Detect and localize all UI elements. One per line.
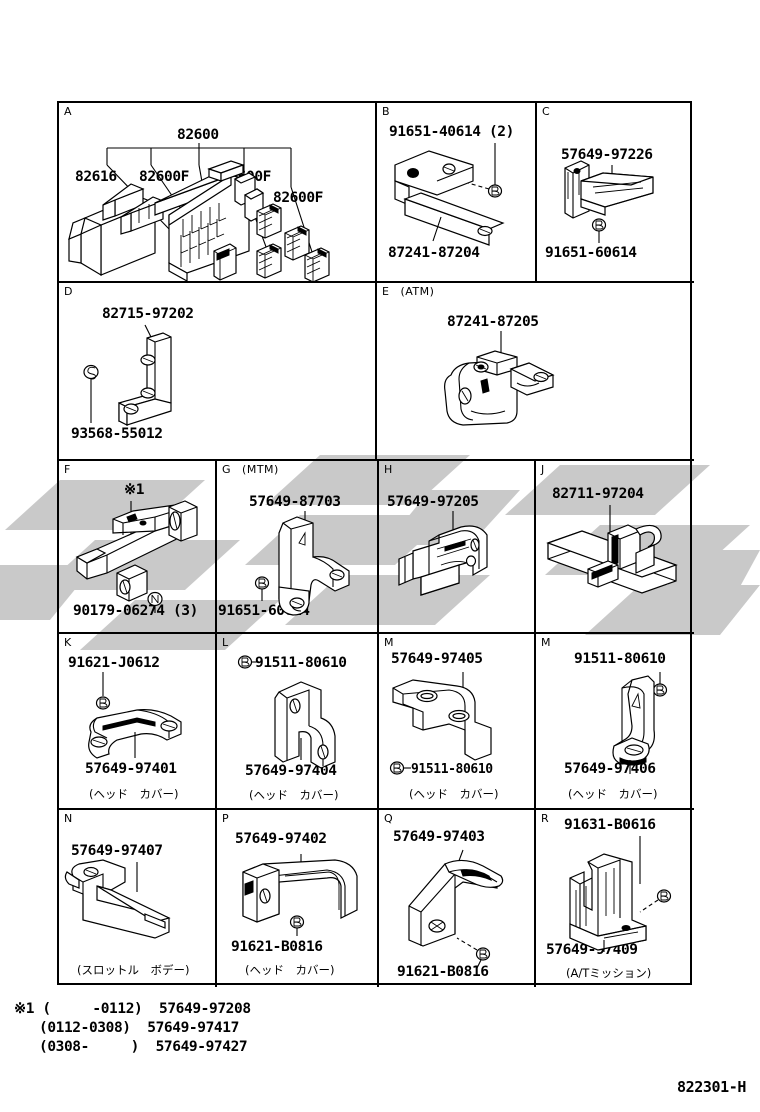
cell-A[interactable]: A 82600 82616 82600F 82600F 82600F 82600… [59,103,377,283]
label-91651-40614: 91651-40614 (2) [389,124,514,140]
bracket-B-illustration [394,143,505,246]
bolt-symbol [95,696,111,710]
fuse-box-illustration [68,143,330,281]
bolt-symbol [254,576,270,590]
label-57649-97401: 57649-97401 [85,761,177,777]
cell-N[interactable]: N 57649-97407 (スロットル ボデー) [59,810,217,987]
label-91511-80610: 91511-80610 [574,651,666,667]
cell-M2[interactable]: M 91511-80610 57649-97406 (ヘッド カバー) [536,634,694,810]
parts-diagram-grid: A 82600 82616 82600F 82600F 82600F 82600… [57,101,694,987]
bracket-G-illustration [254,511,350,616]
label-57649-97226: 57649-97226 [561,147,653,163]
bracket-M2-illustration [612,672,668,774]
bracket-N-illustration [64,859,171,939]
bracket-M1-illustration [389,672,492,775]
label-M2-jp: (ヘッド カバー) [568,787,658,801]
bracket-P-illustration [242,854,358,936]
cell-G[interactable]: G(MTM) 57649-87703 91651-60614 [217,461,379,634]
label-57649-97403: 57649-97403 [393,829,485,845]
bracket-K-illustration [88,672,182,759]
bracket-R-illustration [569,836,672,952]
label-57649-97402: 57649-97402 [235,831,327,847]
footnote-line-3: (0308- ) 57649-97427 [14,1039,248,1055]
nut-symbol [147,591,163,607]
cell-key-A: A [64,105,73,118]
label-87241-87205: 87241-87205 [447,314,539,330]
cell-E[interactable]: E(ATM) 87241-87205 [377,283,694,461]
cell-B[interactable]: B 91651-40614 (2) 87241-87204 [377,103,537,283]
bracket-C-illustration [564,160,654,243]
cell-key-M1: M [384,636,394,649]
label-R-jp: (A/Tミッション) [566,966,652,980]
cell-key-E: E(ATM) [382,285,435,298]
cell-key-C: C [542,105,551,118]
label-91621-B0816: 91621-B0816 [397,964,489,980]
bracket-H-illustration [398,511,488,596]
bracket-Q-illustration [408,849,504,969]
cell-key-N: N [64,812,73,825]
footnote-block: ※1 ( -0112) 57649-97208 (0112-0308) 5764… [14,1000,251,1057]
cell-M1[interactable]: M 57649-97405 91511-80610 (ヘッド カバー) [379,634,536,810]
bolt-symbol [237,655,253,669]
label-82616: 82616 [75,169,117,185]
label-91511-80610: 91511-80610 [411,762,493,777]
label-57649-97407: 57649-97407 [71,843,163,859]
bracket-J-illustration [546,505,678,594]
bracket-F-illustration [75,500,198,613]
label-91621-B0816: 91621-B0816 [231,939,323,955]
cell-key-K: K [64,636,72,649]
label-K-jp: (ヘッド カバー) [89,787,179,801]
cell-L[interactable]: L 91511-80610 57649-97404 (ヘッド カバー) [217,634,379,810]
label-82715-97202: 82715-97202 [102,306,194,322]
bolt-symbol [652,683,668,697]
label-L-jp: (ヘッド カバー) [249,788,339,802]
cell-H[interactable]: H 57649-97205 [379,461,536,634]
cell-key-F: F [64,463,71,476]
cell-key-Q: Q [384,812,394,825]
cell-key-M2: M [541,636,551,649]
cell-key-B: B [382,105,391,118]
bolt-symbol [289,915,305,929]
bolt-symbol [656,889,672,903]
label-91511-80610: 91511-80610 [255,655,347,671]
bracket-L-illustration [237,655,336,769]
cell-C[interactable]: C 57649-97226 91651-60614 [537,103,694,283]
label-N-jp: (スロットル ボデー) [77,963,190,977]
label-87241-87204: 87241-87204 [388,245,480,261]
bracket-E-illustration [444,331,555,426]
bracket-D-illustration [83,324,172,426]
cell-J[interactable]: J 82711-97204 [536,461,694,634]
label-91631-B0616: 91631-B0616 [564,817,656,833]
cell-D[interactable]: D 82715-97202 93568-55012 [59,283,377,461]
footnote-line-1: ※1 ( -0112) 57649-97208 [14,1001,251,1017]
bolt-symbol [475,947,491,961]
label-57649-97404: 57649-97404 [245,763,337,779]
label-91651-60614: 91651-60614 [545,245,637,261]
diagram-code: 822301-H [676,1078,746,1096]
cell-Q[interactable]: Q 57649-97403 91621-B0816 [379,810,536,987]
cell-key-R: R [541,812,550,825]
footnote-line-2: (0112-0308) 57649-97417 [14,1020,239,1036]
label-82600F-1: 82600F [139,169,189,185]
bolt-symbol [389,761,405,775]
label-P-jp: (ヘッド カバー) [245,963,335,977]
cell-key-P: P [222,812,230,825]
label-91621-J0612: 91621-J0612 [68,655,160,671]
cell-F[interactable]: F ※1 90179-06274 (3) [59,461,217,634]
cell-P[interactable]: P 57649-97402 91621-B0816 (ヘッド カバー) [217,810,379,987]
cell-K[interactable]: K 91621-J0612 57649-97401 (ヘッド カバー) [59,634,217,810]
label-82600F-4: 82600F [273,190,323,206]
cell-key-D: D [64,285,73,298]
bolt-symbol [487,184,503,198]
screw-symbol [83,364,99,380]
label-93568-55012: 93568-55012 [71,426,163,442]
label-M1-jp: (ヘッド カバー) [409,787,499,801]
label-82600: 82600 [177,127,219,143]
bolt-symbol [591,218,607,232]
label-57649-97405: 57649-97405 [391,651,483,667]
cell-R[interactable]: R 91631-B0616 57649-97409 (A/Tミッション) [536,810,694,987]
